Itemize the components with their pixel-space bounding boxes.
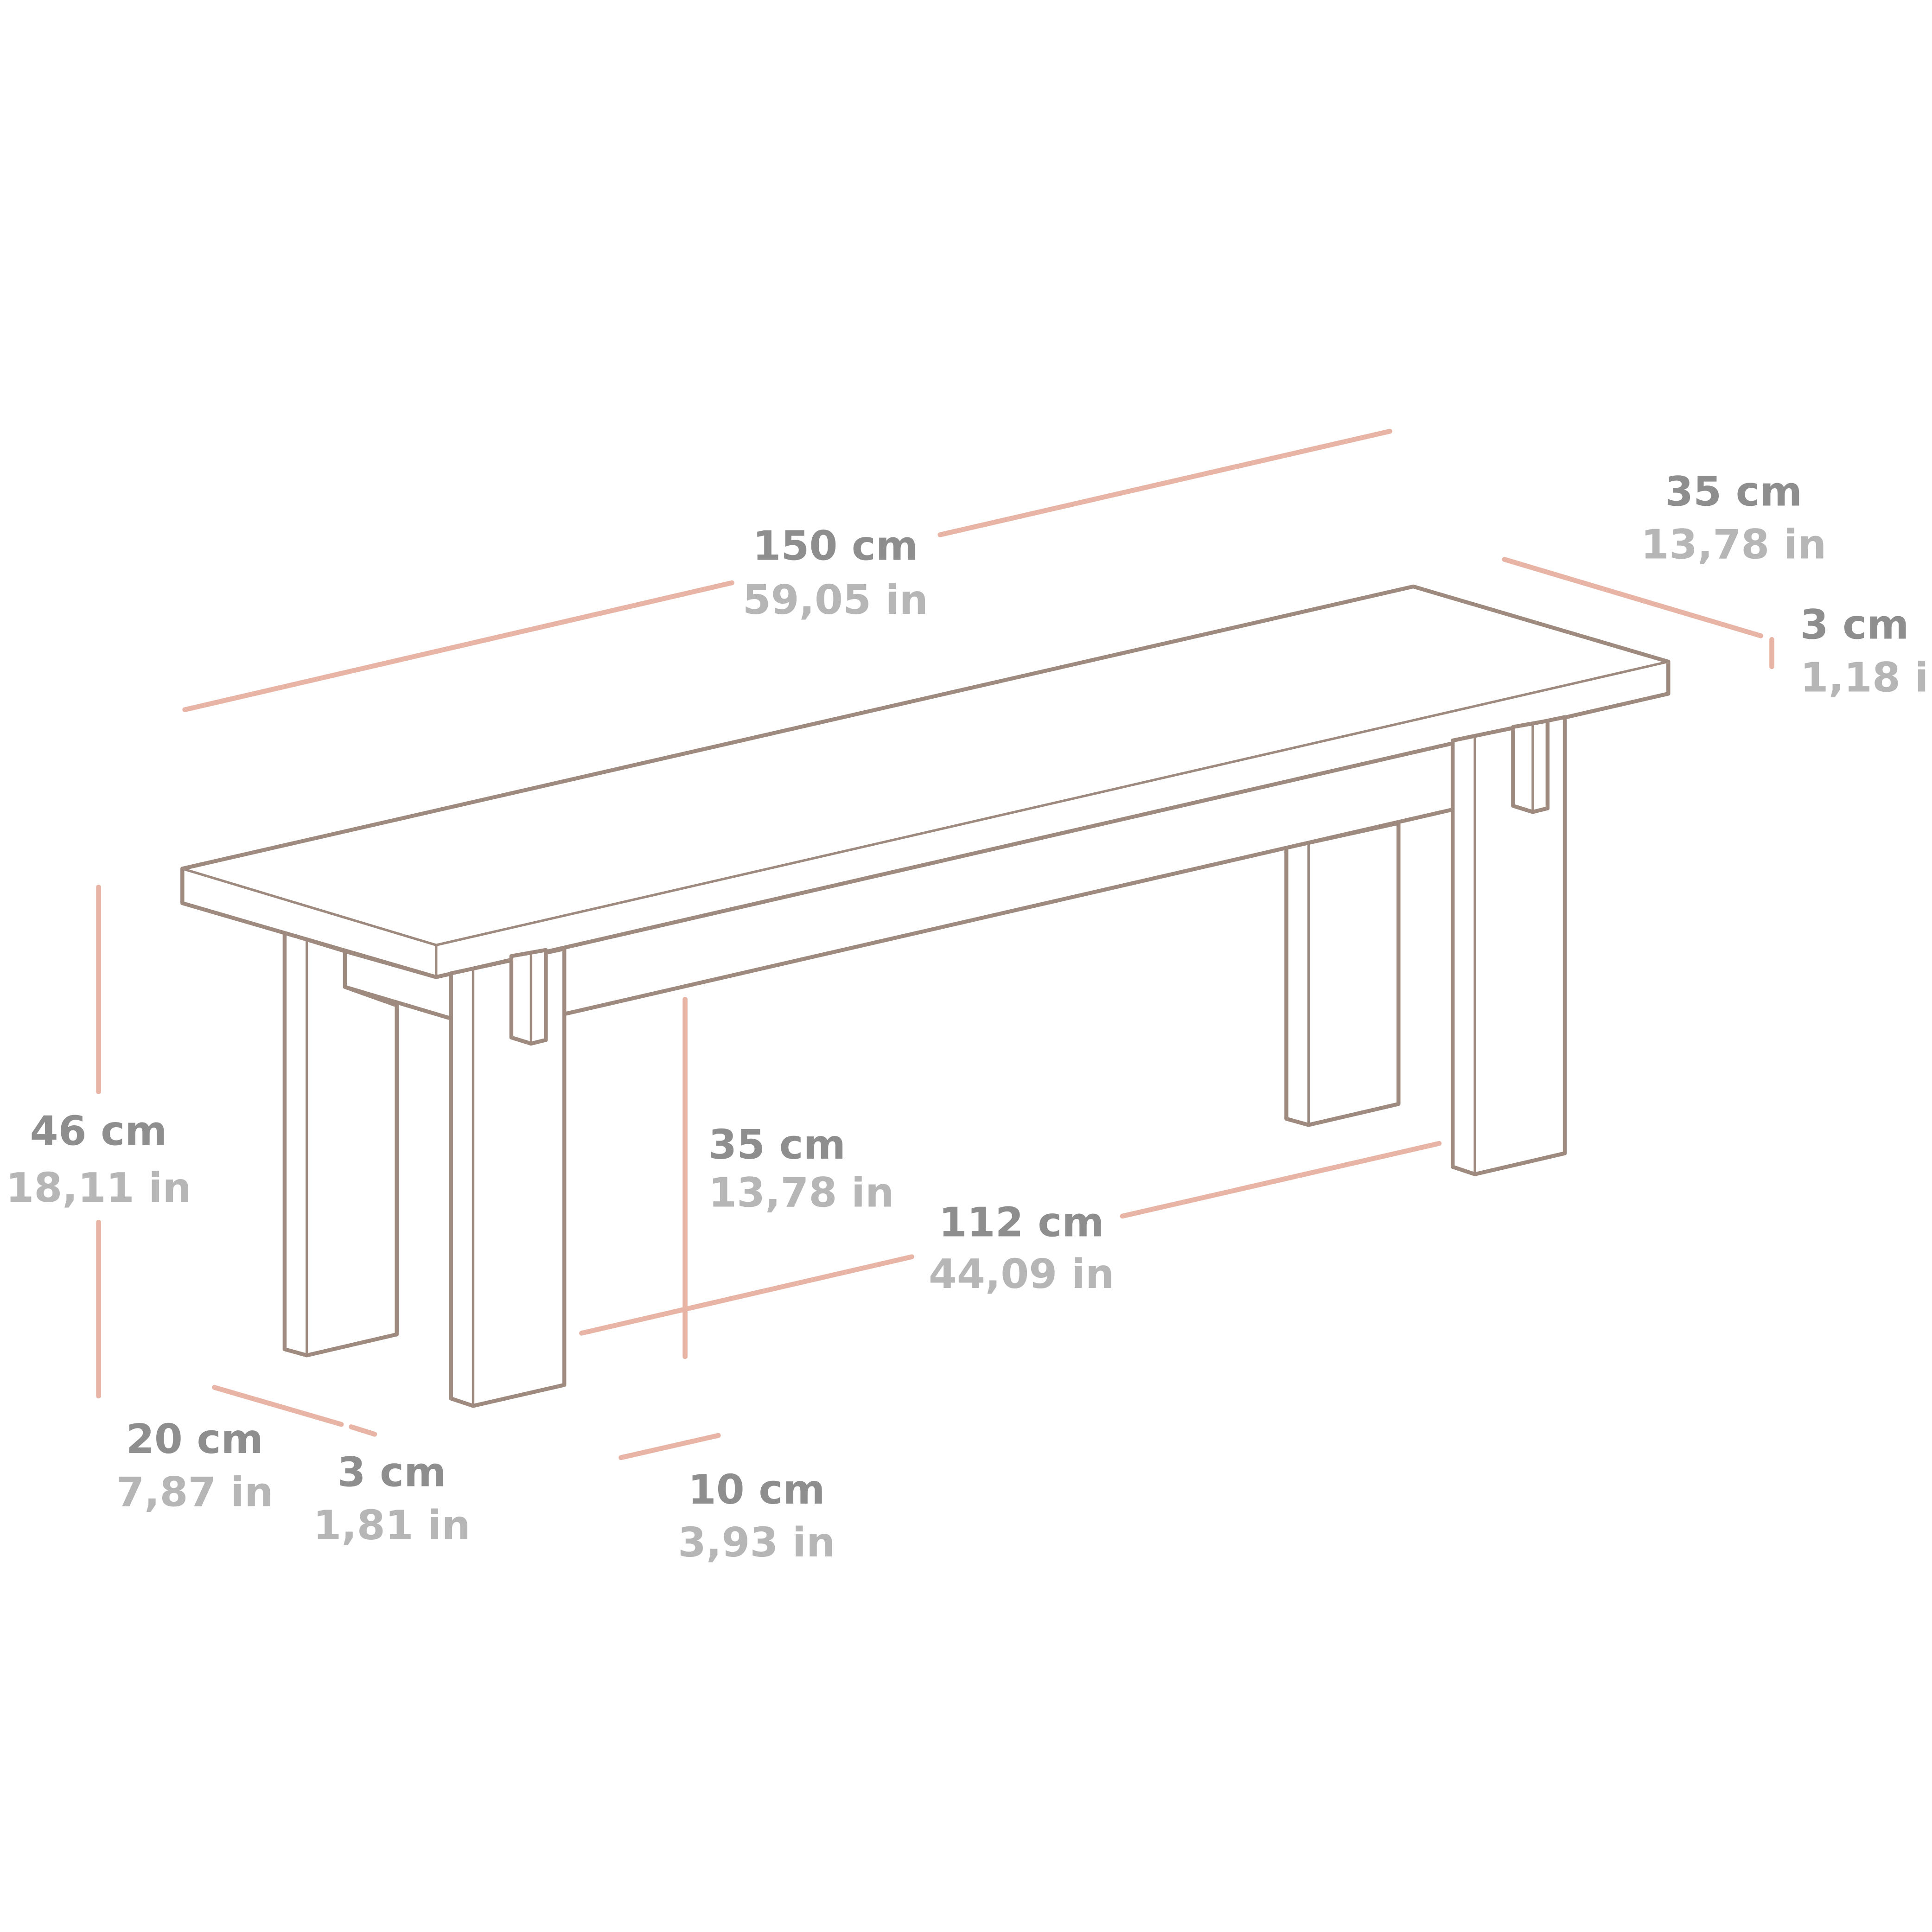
- leg-width-in: 3,93 in: [678, 1519, 835, 1566]
- length-in: 59,05 in: [743, 576, 928, 624]
- leg-height-in: 13,78 in: [708, 1169, 894, 1216]
- length-line-right: [937, 428, 1393, 537]
- leg-thickness-in: 1,81 in: [313, 1502, 470, 1549]
- right-front-leg: [1450, 715, 1567, 1176]
- depth-in: 13,78 in: [1641, 521, 1826, 568]
- left-tenon: [509, 948, 548, 1046]
- dimension-lines: [96, 428, 1774, 1460]
- depth-line: [1502, 557, 1763, 638]
- length-cm: 150 cm: [752, 522, 918, 569]
- seat-top: [180, 584, 1671, 979]
- leg-span-line-right: [1120, 1141, 1442, 1219]
- leg-span-line-left: [579, 1254, 914, 1336]
- leg-depth-in: 7,87 in: [116, 1468, 273, 1516]
- leg-height-cm: 35 cm: [708, 1121, 846, 1168]
- bench-drawing: [180, 584, 1671, 1408]
- height-in: 18,11 in: [6, 1164, 191, 1211]
- right-tenon: [1511, 719, 1550, 814]
- top-thickness-cm: 3 cm: [1800, 601, 1909, 648]
- leg-thickness-cm: 3 cm: [338, 1449, 446, 1496]
- left-front-leg: [449, 947, 567, 1408]
- leg-span-in: 44,09 in: [929, 1250, 1114, 1298]
- leg-depth-line: [212, 1385, 344, 1427]
- leg-width-cm: 10 cm: [688, 1466, 825, 1513]
- leg-depth-cm: 20 cm: [126, 1416, 263, 1463]
- length-line-left: [182, 580, 734, 713]
- right-back-leg: [1284, 821, 1401, 1127]
- dimension-labels: 150 cm 59,05 in 35 cm 13,78 in 3 cm 1,18…: [6, 468, 1932, 1566]
- leg-span-cm: 112 cm: [939, 1199, 1104, 1246]
- leg-thickness-line: [349, 1424, 377, 1437]
- height-cm: 46 cm: [30, 1108, 167, 1155]
- top-thickness-in: 1,18 in: [1800, 654, 1932, 701]
- depth-cm: 35 cm: [1665, 468, 1802, 515]
- leg-width-line: [618, 1433, 721, 1460]
